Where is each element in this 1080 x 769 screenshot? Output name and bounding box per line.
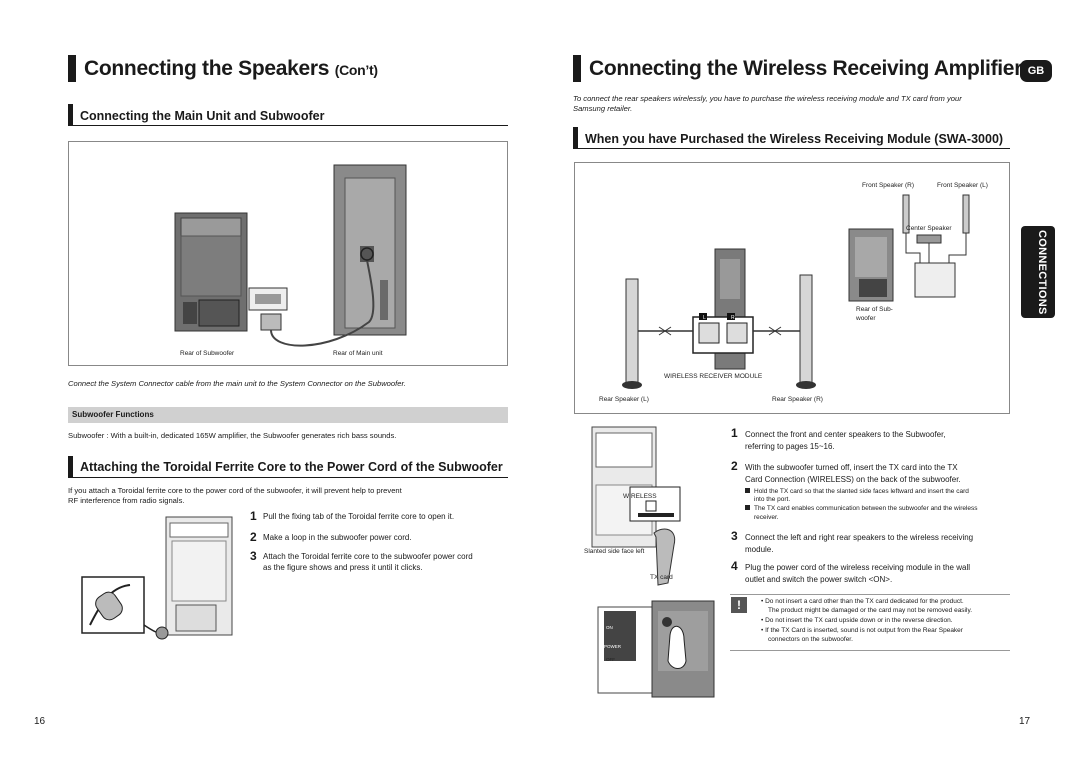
label-wireless-receiver-module: WIRELESS RECEIVER MODULE [664,373,763,380]
label-rear-speaker-l: Rear Speaker (L) [599,396,649,403]
step-text: Card Connection (WIRELESS) on the back o… [745,475,961,484]
section-heading-main-subwoofer: Connecting the Main Unit and Subwoofer [80,109,325,123]
bullet-text: The TX card enables communication betwee… [754,505,978,512]
notes-top-rule [730,594,1010,595]
gb-badge: GB [1020,60,1052,82]
note-item: • Do not insert a card other than the TX… [761,598,964,605]
step-text: module. [745,545,774,554]
section-bar [68,104,73,126]
label-rear-subwoofer: Rear of Subwoofer [180,350,235,357]
ferrite-intro-2: RF interference from radio signals. [68,496,185,505]
step-text: Pull the fixing tab of the Toroidal ferr… [263,512,455,521]
step-text: Connect the left and right rear speakers… [745,533,974,542]
switch-on-label: ON [606,625,613,630]
label-rear-main-unit: Rear of Main unit [333,350,383,357]
page-title-text: Connecting the Speakers [84,57,330,80]
section-rule [68,477,508,478]
section-rule [68,125,508,126]
label-center-speaker: Center Speaker [906,225,952,232]
right-intro-1: To connect the rear speakers wirelessly,… [573,94,962,103]
notes-bottom-rule [730,650,1010,651]
page-title-left: Connecting the Speakers (Con’t) [84,57,378,81]
label-slanted-side: Slanted side face left [584,548,645,555]
step2-bullet: The TX card enables communication betwee… [745,505,978,514]
switch-off-label: OFF [606,657,615,662]
wireless-diagram-drawing: L R [622,194,970,389]
switch-power-label: POWER [604,644,622,649]
step-text: outlet and switch the power switch <ON>. [745,575,893,584]
functions-heading: Subwoofer Functions [72,410,154,419]
step-text: Connect the front and center speakers to… [745,430,946,439]
step-text: referring to pages 15~16. [745,442,835,451]
diagram-l-mark: L [703,315,706,321]
label-tx-card: TX card [650,574,673,581]
bullet-text-cont: into the port. [754,496,791,503]
note-item: • Do not insert the TX card upside down … [761,617,953,624]
page-number-right: 17 [1019,716,1031,727]
step-number: 1 [250,509,257,523]
bullet-square-icon [745,505,750,510]
subwoofer-main-unit-illustration [174,164,407,347]
tx-card-drawing [591,426,715,698]
label-front-speaker-r: Front Speaker (R) [862,182,915,189]
step-number: 3 [731,529,738,543]
wireless-connection-diagram: L R [574,162,1010,414]
section-bar [68,456,73,478]
section-heading-wireless: When you have Purchased the Wireless Rec… [585,132,1004,146]
label-rear-of-sub-2: woofer [856,315,876,322]
section-bar [573,127,578,149]
step-number: 2 [250,530,257,544]
section-rule [573,148,1010,149]
functions-header-bar: Subwoofer Functions [68,407,508,423]
step-text: With the subwoofer turned off, insert th… [745,463,958,472]
note-text: If the TX Card is inserted, sound is not… [765,627,963,634]
note-text: Do not insert a card other than the TX c… [765,598,964,605]
page-number-left: 16 [34,716,46,727]
bullet-square-icon [745,488,750,493]
step2-bullet: Hold the TX card so that the slanted sid… [745,488,969,497]
connections-side-tab: CONNECTIONS [1021,226,1055,318]
note-text-cont: connectors on the subwoofer. [768,636,853,643]
step-number: 2 [731,459,738,473]
figure-main-subwoofer [68,141,508,366]
page-title-suffix: (Con’t) [334,62,378,78]
right-intro-2: Samsung retailer. [573,104,633,113]
note-text-cont: The product might be damaged or the card… [768,607,973,614]
functions-text: Subwoofer : With a built-in, dedicated 1… [68,431,397,440]
label-rear-speaker-r: Rear Speaker (R) [772,396,823,403]
label-front-speaker-l: Front Speaker (L) [937,182,988,189]
title-bar-left [68,55,76,82]
connections-tab-label: CONNECTIONS [1036,230,1048,315]
step-text: Plug the power cord of the wireless rece… [745,563,971,572]
ferrite-intro-1: If you attach a Toroidal ferrite core to… [68,486,402,495]
step-number: 3 [250,549,257,563]
ferrite-core-drawing [81,516,233,640]
step-text: Attach the Toroidal ferrite core to the … [263,552,473,561]
ferrite-illustration [80,515,240,655]
step-number: 4 [731,559,738,573]
step-text: as the figure shows and press it until i… [263,563,423,572]
step-number: 1 [731,426,738,440]
section-heading-ferrite: Attaching the Toroidal Ferrite Core to t… [80,460,503,474]
figure-caption: Connect the System Connector cable from … [68,379,406,388]
note-item: • If the TX Card is inserted, sound is n… [761,627,963,634]
note-text: Do not insert the TX card upside down or… [765,617,953,624]
bullet-text-cont: receiver. [754,514,779,521]
wireless-port-label: WIRELESS [623,493,657,500]
warning-icon: ! [731,597,747,613]
bullet-text: Hold the TX card so that the slanted sid… [754,488,969,495]
label-rear-of-sub-1: Rear of Sub- [856,306,893,313]
step-text: Make a loop in the subwoofer power cord. [263,533,412,542]
page-title-right: Connecting the Wireless Receiving Amplif… [589,57,1023,80]
diagram-r-mark: R [731,315,735,321]
tx-card-illustration [588,425,718,700]
title-bar-right [573,55,581,82]
